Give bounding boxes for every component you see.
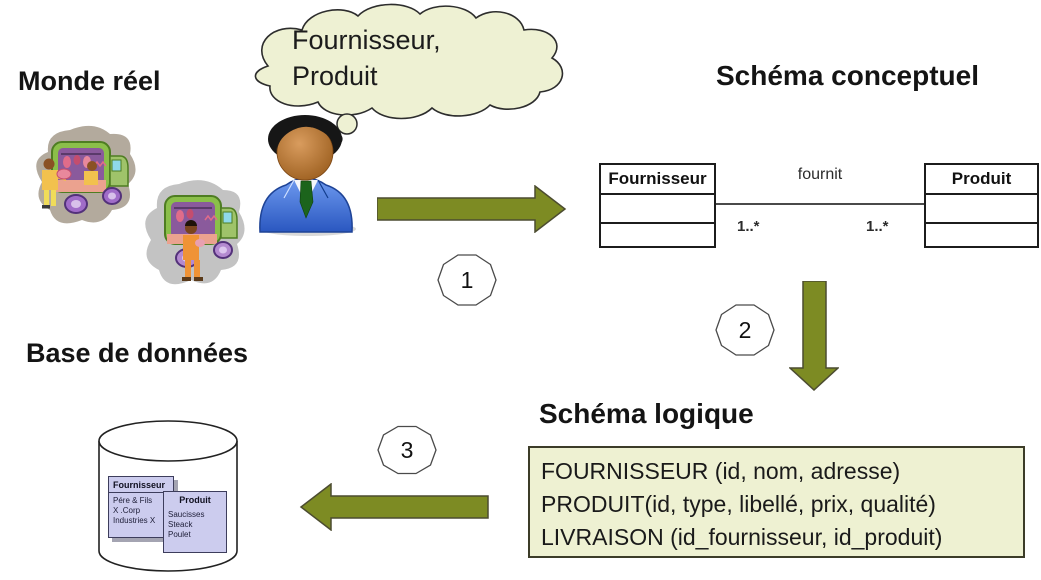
uml-cardinality-left: 1..* — [737, 218, 760, 235]
uml-association-label: fournit — [797, 166, 843, 183]
heading-base-de-donnees: Base de données — [26, 338, 249, 368]
step-badge-3-shape — [377, 425, 437, 475]
thought-text-line1: Fournisseur, — [292, 25, 441, 55]
db-row: Pére & Fils — [113, 496, 153, 505]
db-card-fournisseur-rows: Pére & Fils X .Corp Industries X — [109, 493, 173, 529]
schema-line-produit: PRODUIT(id, type, libellé, prix, qualité… — [541, 491, 936, 517]
schema-line-livraison: LIVRAISON (id_fournisseur, id_produit) — [541, 524, 943, 550]
transform-arrow-right — [377, 185, 567, 233]
thought-cloud-icon — [254, 3, 564, 145]
uml-produit-attr-compartment — [926, 195, 1037, 224]
heading-schema-logique: Schéma logique — [539, 398, 754, 429]
step-badge-1: 1 — [437, 253, 497, 308]
step-badge-1-shape — [437, 254, 497, 306]
uml-class-produit-title: Produit — [926, 165, 1037, 195]
uml-class-fournisseur-title: Fournisseur — [601, 165, 714, 195]
db-row: Industries X — [113, 516, 156, 525]
db-card-fournisseur-title: Fournisseur — [109, 477, 173, 493]
uml-fournisseur-attr-compartment — [601, 195, 714, 224]
transform-arrow-left — [299, 483, 489, 531]
db-row: Saucisses — [168, 510, 205, 519]
db-row: X .Corp — [113, 506, 141, 515]
db-row: Poulet — [168, 530, 191, 539]
uml-produit-op-compartment — [926, 224, 1037, 248]
step-badge-2-shape — [715, 304, 775, 356]
thought-text-line2: Produit — [292, 61, 378, 91]
truck-icon-2 — [145, 180, 245, 285]
uml-association-line — [716, 203, 924, 205]
step-number-2: 2 — [738, 317, 752, 343]
logical-schema-box: FOURNISSEUR (id, nom, adresse) PRODUIT(i… — [528, 446, 1025, 558]
step-badge-2: 2 — [715, 303, 775, 358]
step-badge-3: 3 — [377, 424, 437, 476]
schema-line-fournisseur: FOURNISSEUR (id, nom, adresse) — [541, 458, 901, 484]
heading-monde-reel: Monde réel — [18, 66, 161, 96]
uml-fournisseur-op-compartment — [601, 224, 714, 248]
db-card-produit: Produit Saucisses Steack Poulet — [163, 491, 227, 553]
db-card-produit-title: Produit — [179, 495, 211, 505]
truck-icon-1 — [36, 125, 136, 224]
transform-arrow-down — [789, 281, 839, 391]
step-number-3: 3 — [400, 436, 414, 463]
person-icon — [259, 115, 356, 236]
uml-class-produit: Produit — [924, 163, 1039, 248]
db-row: Steack — [168, 520, 193, 529]
step-number-1: 1 — [460, 267, 474, 293]
thought-text: Fournisseur, Produit — [292, 22, 441, 94]
uml-class-fournisseur: Fournisseur — [599, 163, 716, 248]
db-card-produit-rows: Saucisses Steack Poulet — [164, 507, 226, 543]
heading-schema-conceptuel: Schéma conceptuel — [716, 60, 979, 91]
uml-cardinality-right: 1..* — [866, 218, 889, 235]
